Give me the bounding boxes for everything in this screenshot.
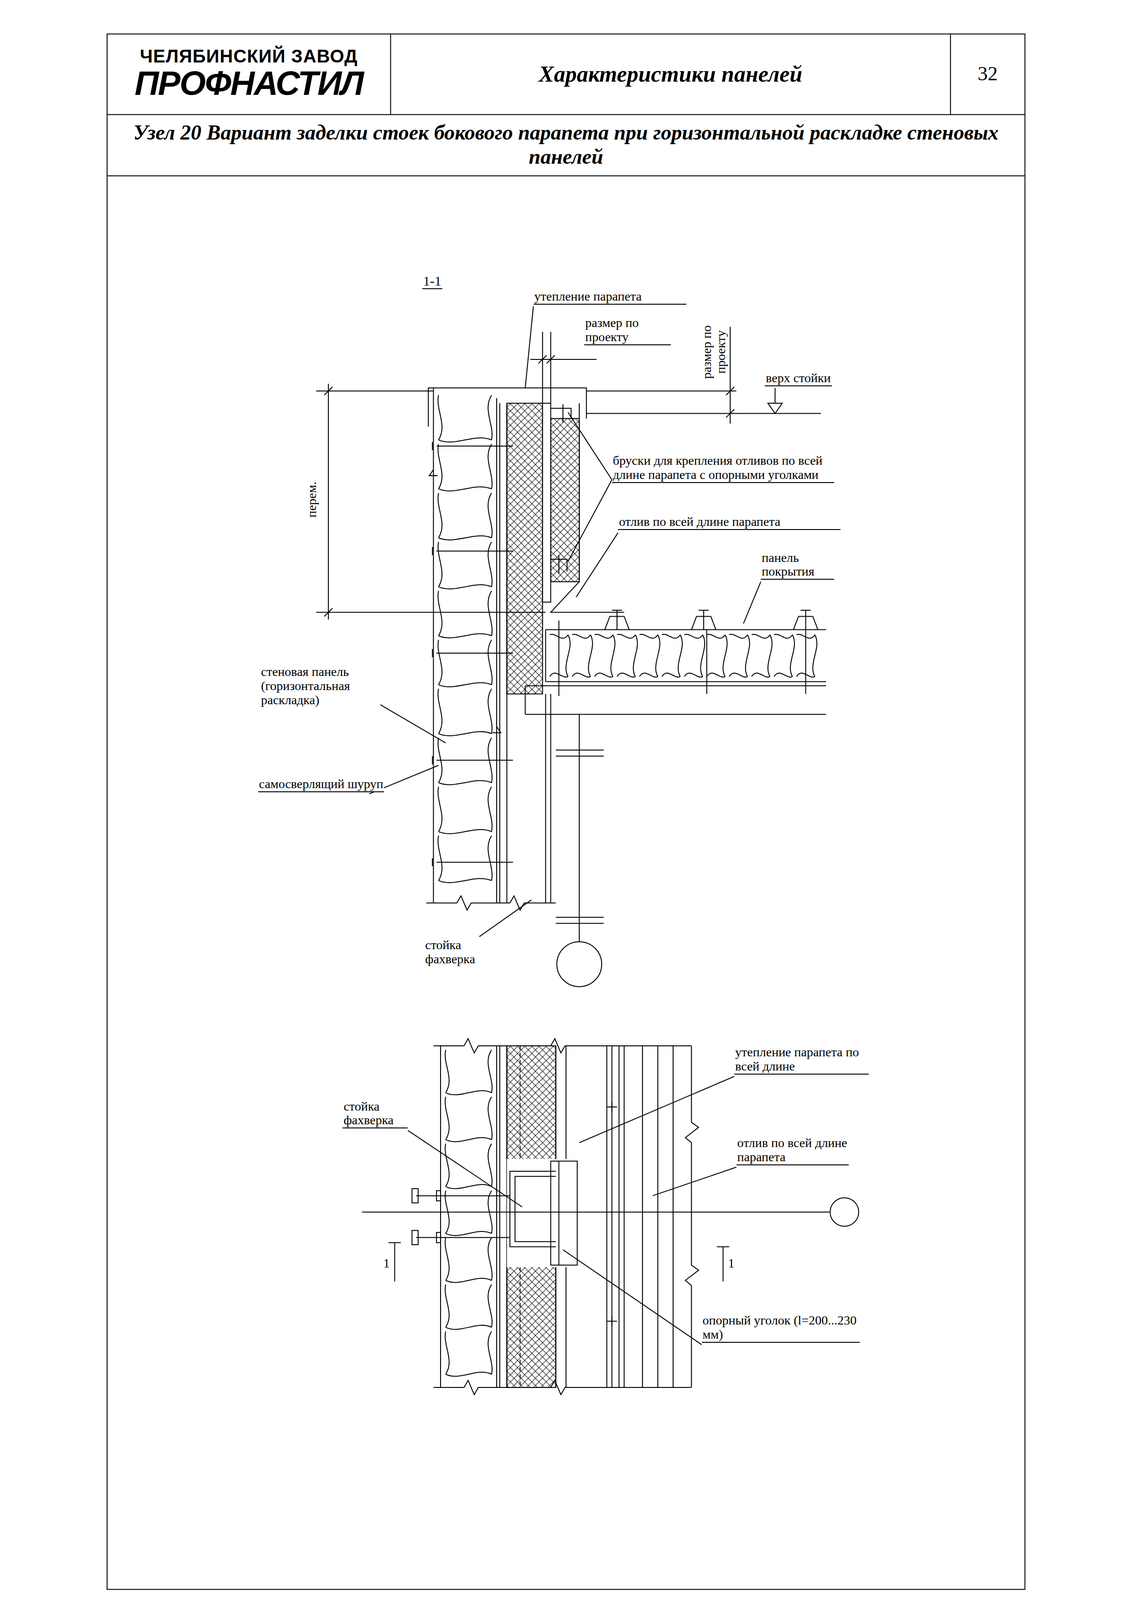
callout-label: самосверлящий шуруп	[258, 777, 385, 793]
plan-layers	[607, 1045, 674, 1388]
roof-panel	[558, 620, 806, 696]
roof-panel	[545, 629, 826, 682]
parapet-insulation	[506, 403, 580, 694]
callout-label: 1	[726, 1256, 736, 1271]
plan-screws	[415, 1195, 510, 1238]
page-number-cell: 32	[950, 33, 1025, 115]
cell-text: ЧЕЛЯБИНСКИЙ ЗАВОД	[140, 46, 358, 66]
axis-line	[362, 1211, 831, 1213]
fachwerk-post-plan	[509, 1161, 578, 1266]
leader-lines	[562, 1249, 702, 1345]
wall-panel-section	[433, 388, 497, 903]
fachwerk-post-plan	[509, 1171, 556, 1247]
page-frame	[107, 34, 1026, 1590]
roof-panel	[691, 610, 716, 630]
fachwerk-post-plan	[550, 1161, 578, 1266]
cell-text: 32	[977, 63, 998, 85]
dimension-label: перем.	[305, 480, 320, 519]
leader-lines	[575, 532, 618, 597]
callout-label: 1	[382, 1256, 391, 1271]
plan-layers	[433, 1380, 692, 1395]
leader-lines	[525, 306, 534, 389]
callout-label: опорный уголок (l=200...230 мм)	[701, 1313, 861, 1343]
dimension-lines	[767, 388, 783, 414]
section-markers	[388, 1242, 730, 1282]
insulation-pattern	[445, 1049, 493, 1377]
callout-label: стойка фахверка	[342, 1099, 408, 1129]
parapet-flashing	[428, 388, 624, 613]
leader-lines	[579, 1076, 735, 1143]
wall-panel-section	[426, 895, 556, 910]
plan-layers	[555, 1045, 566, 1388]
callout-label: стойка фахверка	[424, 938, 498, 967]
plan-layers	[506, 1158, 579, 1267]
plan-layers	[685, 1045, 699, 1388]
dimension-lines	[316, 383, 546, 620]
callout-label: отлив по всей длине парапета	[617, 514, 841, 530]
section-markers	[388, 1242, 730, 1282]
callout-label: бруски для крепления отливов по всей дли…	[612, 453, 835, 483]
leader-lines	[743, 581, 761, 624]
leader-lines	[379, 704, 446, 743]
leader-lines	[652, 1167, 737, 1196]
fixing-bar	[542, 403, 551, 602]
column	[555, 714, 604, 942]
plan-layers	[433, 1038, 699, 1395]
logo-cell: ЧЕЛЯБИНСКИЙ ЗАВОДПРОФНАСТИЛ	[107, 33, 391, 115]
plan-screws	[411, 1188, 418, 1203]
beam	[525, 685, 827, 715]
leader-lines	[407, 1130, 522, 1208]
roof-panel	[793, 610, 819, 630]
callout-label: 1-1	[422, 273, 443, 290]
callout-label: утепление парапета	[533, 289, 687, 305]
cell-subtext: ПРОФНАСТИЛ	[134, 65, 364, 102]
self-drilling-screws	[429, 441, 513, 867]
fixing-bar	[542, 403, 572, 602]
parapet-flashing	[550, 403, 625, 613]
plan-screws	[411, 1188, 510, 1245]
insulation-pattern	[549, 634, 817, 678]
plan-screws	[436, 1232, 441, 1243]
plan-layers	[499, 1045, 508, 1388]
leader-lines	[568, 412, 613, 561]
callout-label: утепление парапета по всей длине	[734, 1045, 869, 1075]
callout-label: верх стойки	[764, 371, 832, 387]
callout-label: стеновая панель (горизонтальная раскладк…	[259, 664, 381, 707]
plan-layers	[519, 1045, 521, 1388]
callout-label: размер по проекту	[584, 316, 671, 346]
parapet-insulation	[550, 418, 580, 582]
beam	[525, 685, 827, 715]
plan-layers	[433, 1038, 692, 1053]
parapet-insulation	[506, 403, 543, 694]
plan-screws	[436, 1190, 441, 1201]
plan-screws	[411, 1230, 418, 1245]
drawing-title: Узел 20 Вариант заделки стоек бокового п…	[107, 114, 1026, 175]
roof-panel	[604, 610, 630, 630]
column	[555, 714, 604, 987]
self-drilling-screws	[436, 446, 514, 862]
axis-line	[830, 1197, 859, 1227]
callout-label: панель покрытия	[760, 550, 835, 581]
column	[556, 941, 602, 987]
parapet-flashing	[428, 388, 587, 427]
fixing-bar	[550, 404, 572, 574]
self-drilling-screws	[431, 441, 433, 867]
wall-panel-plan	[440, 1045, 497, 1388]
insulation-pattern	[437, 394, 492, 883]
wall-panel-section	[426, 388, 556, 911]
cell-text: Характеристики панелей	[538, 62, 803, 87]
plan-layers	[607, 1101, 618, 1327]
header-title-cell: Характеристики панелей	[390, 33, 951, 115]
dimension-label: размер по проекту	[699, 320, 728, 384]
callout-label: отлив по всей длине парапета	[736, 1136, 849, 1166]
axis-line	[362, 1197, 859, 1227]
roof-panel	[545, 610, 826, 696]
leader-lines	[479, 899, 532, 937]
page-frame	[107, 34, 1026, 1590]
wall-panel-plan	[440, 1045, 497, 1388]
drawing-lines	[107, 34, 1026, 1590]
self-drilling-screws	[429, 469, 501, 733]
